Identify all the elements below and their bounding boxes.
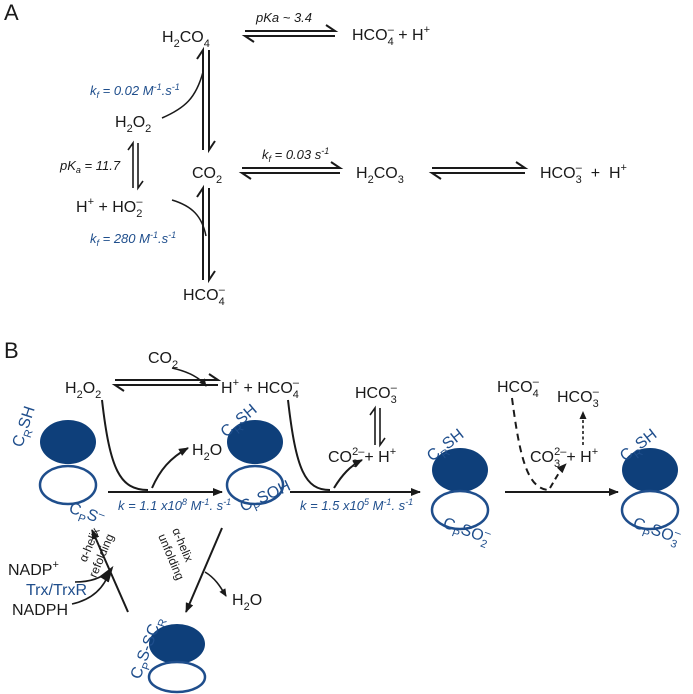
co3-mid-label: CO32–+ H+ — [328, 446, 396, 470]
hco4-right-label: HCO4– — [497, 376, 540, 400]
h-hco4-label: H+ + HCO4– — [221, 377, 300, 401]
rate-2-label: k = 1.5 x105 M-1. s-1 — [300, 497, 413, 513]
h2co3-label: H2CO3 — [356, 165, 404, 186]
dashed-release-curve — [549, 463, 567, 489]
h2o-label-1: H2O — [192, 442, 222, 463]
hco4-h-label: HCO4– + H+ — [352, 24, 430, 48]
co2-label-a: CO2 — [192, 165, 222, 186]
h2o2-label-b: H2O2 — [65, 380, 101, 401]
h2o2-to-product-curve — [101, 399, 149, 491]
h2o2-label: H2O2 — [115, 114, 151, 135]
ho2-h-label: H+ + HO2– — [76, 196, 143, 220]
cps-label: CPS– — [65, 498, 107, 532]
kf-co2-label: kf = 0.03 s-1 — [262, 146, 329, 164]
panel-a-label: A — [4, 0, 19, 25]
h2o-release-curve-1 — [151, 447, 189, 489]
cpso2-label: CPSO2– — [439, 512, 493, 551]
eq-arrow-h2o2-ho2 — [127, 140, 144, 191]
h2o2-curve — [161, 71, 204, 119]
eq-arrow-hco3-mid — [369, 405, 386, 448]
pka-h2o2-label: pKa = 11.7 — [59, 158, 121, 175]
crsh-label-1: CRSH — [10, 404, 43, 450]
nadph-label: NADPH — [12, 602, 68, 619]
nadp-label: NADP+ — [8, 559, 59, 579]
protein-disulfide — [147, 624, 207, 694]
hco4-to-product-curve — [287, 399, 331, 491]
rate-1-label: k = 1.1 x108 M-1. s-1 — [118, 497, 231, 513]
hco3-mid-label: HCO3– — [355, 382, 398, 406]
protein-sulfonic — [620, 448, 680, 531]
eq-arrow-h2co3-hco3 — [428, 161, 529, 180]
protein-sulfinic — [430, 448, 490, 531]
co3-release-curve — [333, 459, 363, 489]
cpso3-label: CPSO3– — [629, 512, 683, 551]
co2-label-b: CO2 — [148, 350, 178, 371]
h2o-release-curve-2 — [204, 571, 227, 597]
hco3-h-label: HCO3– + H+ — [540, 162, 627, 186]
dashed-curve-right — [511, 397, 549, 491]
kf-ho2-label: kf = 280 M-1.s-1 — [90, 230, 176, 248]
h2co4-label: H2CO4 — [162, 29, 210, 50]
panel-b-label: B — [4, 338, 19, 363]
kf-h2o2-label: kf = 0.02 M-1.s-1 — [90, 82, 180, 100]
ho2-curve — [171, 199, 207, 237]
h2o-label-2: H2O — [232, 592, 262, 613]
unfolding-arrow — [185, 527, 223, 613]
eq-arrow-co2-h2co3 — [238, 161, 344, 180]
eq-arrow-co2-hco4 — [196, 184, 216, 284]
protein-sulfenic — [225, 420, 285, 506]
eq-arrow-b-top — [111, 373, 222, 392]
eq-arrow-h2co4 — [241, 24, 339, 43]
pka-h2co4-label: pKa ~ 3.4 — [255, 10, 312, 25]
trx-label: Trx/TrxR — [26, 582, 87, 599]
hco3-right-label: HCO3– — [557, 386, 600, 410]
eq-arrow-h2co4-co2 — [196, 46, 216, 154]
protein-reduced — [38, 420, 98, 506]
hco4-bottom-label: HCO4– — [183, 284, 226, 308]
nadp-arrowhead — [99, 565, 114, 583]
